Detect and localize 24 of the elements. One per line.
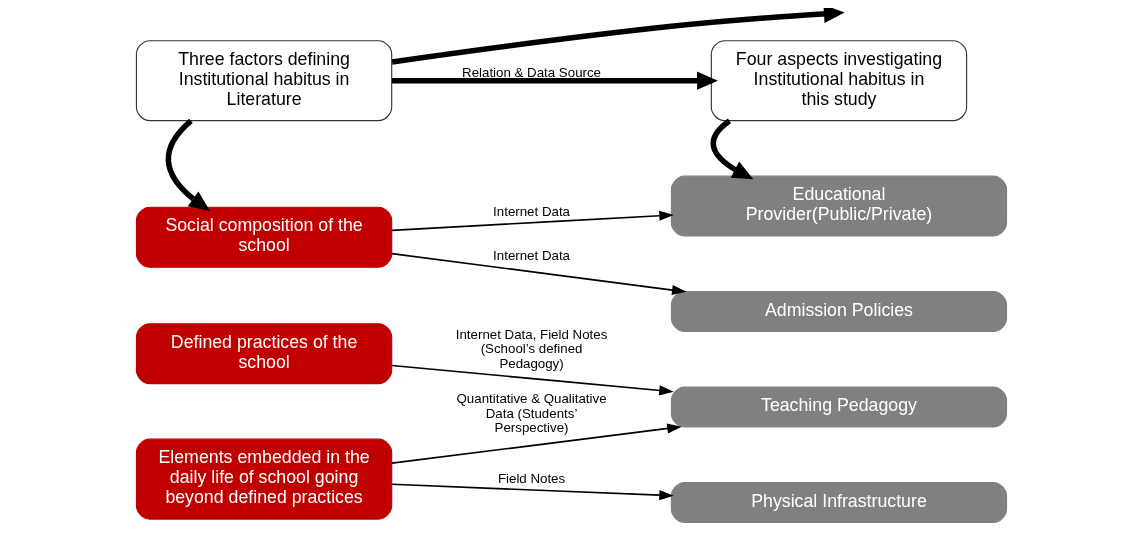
node-box: Physical Infrastructure xyxy=(670,481,1007,523)
node-box: Three factors defining Institutional habitus in Literature xyxy=(135,40,392,122)
node-box: Social composition of the school xyxy=(135,206,392,268)
arrow xyxy=(390,483,674,501)
node-box: Teaching Pedagogy xyxy=(670,386,1007,428)
node-box: Admission Policies xyxy=(670,291,1007,333)
arrow xyxy=(390,364,674,396)
arrow xyxy=(165,118,210,211)
node-box: Educational Provider(Public/Private) xyxy=(670,175,1007,237)
edge-label: Internet Data xyxy=(492,203,570,219)
node-box: Four aspects investigating Institutional habitus in this study xyxy=(710,40,967,122)
arrow xyxy=(390,210,674,232)
edge-label: Relation & Data Source xyxy=(461,64,601,80)
edge-label: Quantitative & Qualitative Data (Students’ Perspective) xyxy=(456,391,607,436)
edge-label: Field Notes xyxy=(497,471,565,487)
edge-label: Internet Data, Field Notes (School’s defined Pedagogy) xyxy=(455,326,607,371)
arrow xyxy=(391,8,845,65)
node-box: Defined practices of the school xyxy=(135,323,392,385)
arrow xyxy=(710,118,753,180)
arrow xyxy=(390,423,682,464)
edge-label: Internet Data xyxy=(492,248,570,264)
node-box: Elements embedded in the daily life of school going beyond defined practices xyxy=(135,438,392,520)
arrow xyxy=(391,71,718,90)
arrow xyxy=(390,252,686,296)
